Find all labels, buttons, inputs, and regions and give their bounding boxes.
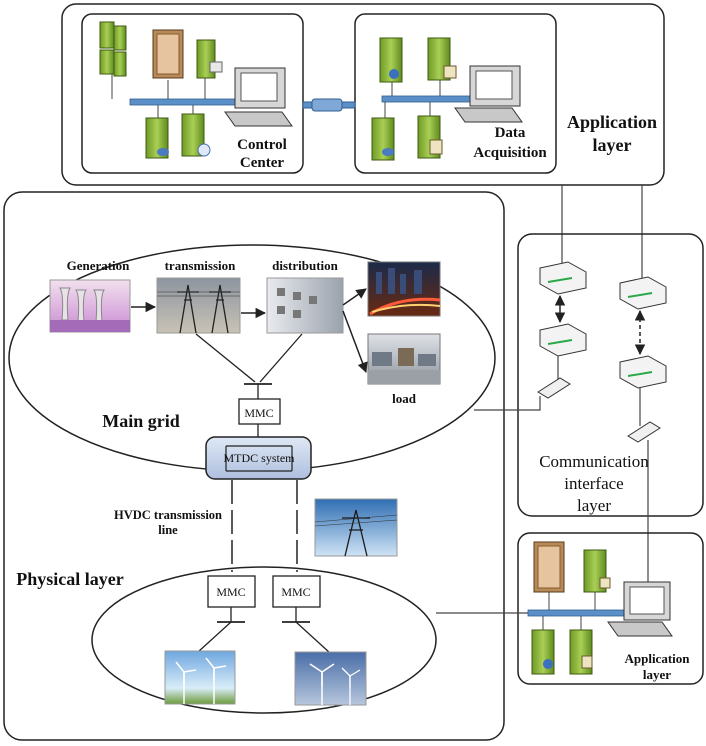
distribution-panel-image [266, 277, 344, 334]
city-lights-image [367, 261, 441, 317]
control-center-box [81, 13, 304, 174]
bottom-application-title-line1: Application [624, 651, 690, 666]
control-center-label-line2: Center [240, 155, 284, 171]
communication-layer-title-line2: interface [564, 474, 623, 493]
distribution-to-load-arrow [342, 310, 368, 373]
switch-icon [537, 377, 571, 399]
physical-mmc-right-box [272, 575, 321, 608]
server-icon [569, 616, 593, 675]
server-icon [533, 541, 565, 610]
main-grid-mmc-box [238, 398, 281, 425]
data-acquisition-label-line2: Acquisition [473, 145, 547, 161]
communication-layer-title-line3: layer [577, 496, 611, 515]
link-connector [311, 98, 343, 112]
renewables-ellipse [91, 566, 437, 714]
router-icon [539, 261, 587, 295]
application-layer-title-line1: Application [567, 112, 657, 132]
power-plant-image [49, 279, 131, 333]
data-acquisition-label-line1: Data [495, 125, 526, 141]
workstation-icon [607, 581, 673, 637]
generation-label: Generation [67, 258, 131, 273]
factory-load-image [367, 333, 441, 385]
router-icon [619, 355, 667, 389]
mmc-to-wind-left-line [197, 621, 232, 653]
control-center-label-line1: Control [237, 137, 287, 153]
server-icon [99, 21, 127, 99]
server-icon [379, 37, 403, 96]
distribution-label: distribution [272, 258, 339, 273]
physical-mmc-left-label: MMC [216, 585, 245, 599]
data-acquisition-box [354, 13, 557, 174]
physical-mmc-left-box [207, 575, 256, 608]
communication-layer-title-line1: Communication [539, 452, 649, 471]
hvdc-label-line1: HVDC transmission [114, 508, 222, 522]
mtdc-system-label: MTDC system [223, 451, 295, 465]
workstation-icon [454, 65, 523, 123]
server-icon [417, 102, 443, 159]
physical-mmc-right-label: MMC [281, 585, 310, 599]
transmission-to-mmc-line [195, 333, 256, 383]
mmc-to-wind-right-line [295, 621, 331, 654]
main-grid-mmc-label: MMC [244, 406, 273, 420]
main-grid-title: Main grid [102, 411, 180, 431]
switch-icon [627, 421, 661, 443]
distribution-to-mmc-line [259, 333, 303, 383]
server-icon [181, 105, 211, 157]
server-icon [145, 105, 169, 159]
control-center-bus [129, 98, 251, 106]
distribution-to-city-arrow [342, 288, 367, 306]
server-icon [152, 29, 184, 99]
router-icon [619, 276, 667, 310]
server-icon [583, 549, 611, 610]
mtdc-system-box [205, 436, 312, 480]
bottom-application-frame [517, 532, 704, 685]
physical-layer-title: Physical layer [16, 569, 123, 589]
server-icon [371, 102, 395, 161]
workstation-icon [224, 67, 293, 127]
offshore-wind-image [294, 651, 367, 706]
bottom-application-bus [527, 609, 639, 617]
transmission-tower-sky-image [314, 498, 398, 557]
wind-farm-image [164, 650, 236, 705]
application-layer-title-line2: layer [593, 135, 632, 155]
transmission-tower-image [156, 277, 241, 334]
server-icon [427, 37, 457, 96]
physical-layer-frame [3, 191, 505, 741]
hvdc-label-line2: line [158, 523, 178, 537]
server-icon [531, 616, 555, 675]
application-layer-frame [61, 3, 665, 186]
load-label: load [392, 391, 417, 406]
communication-layer-frame [517, 233, 704, 517]
server-icon [196, 39, 223, 99]
router-icon [539, 323, 587, 357]
main-grid-comm-link [474, 396, 541, 411]
transmission-label: transmission [165, 258, 237, 273]
bottom-application-title-line2: layer [643, 667, 671, 682]
